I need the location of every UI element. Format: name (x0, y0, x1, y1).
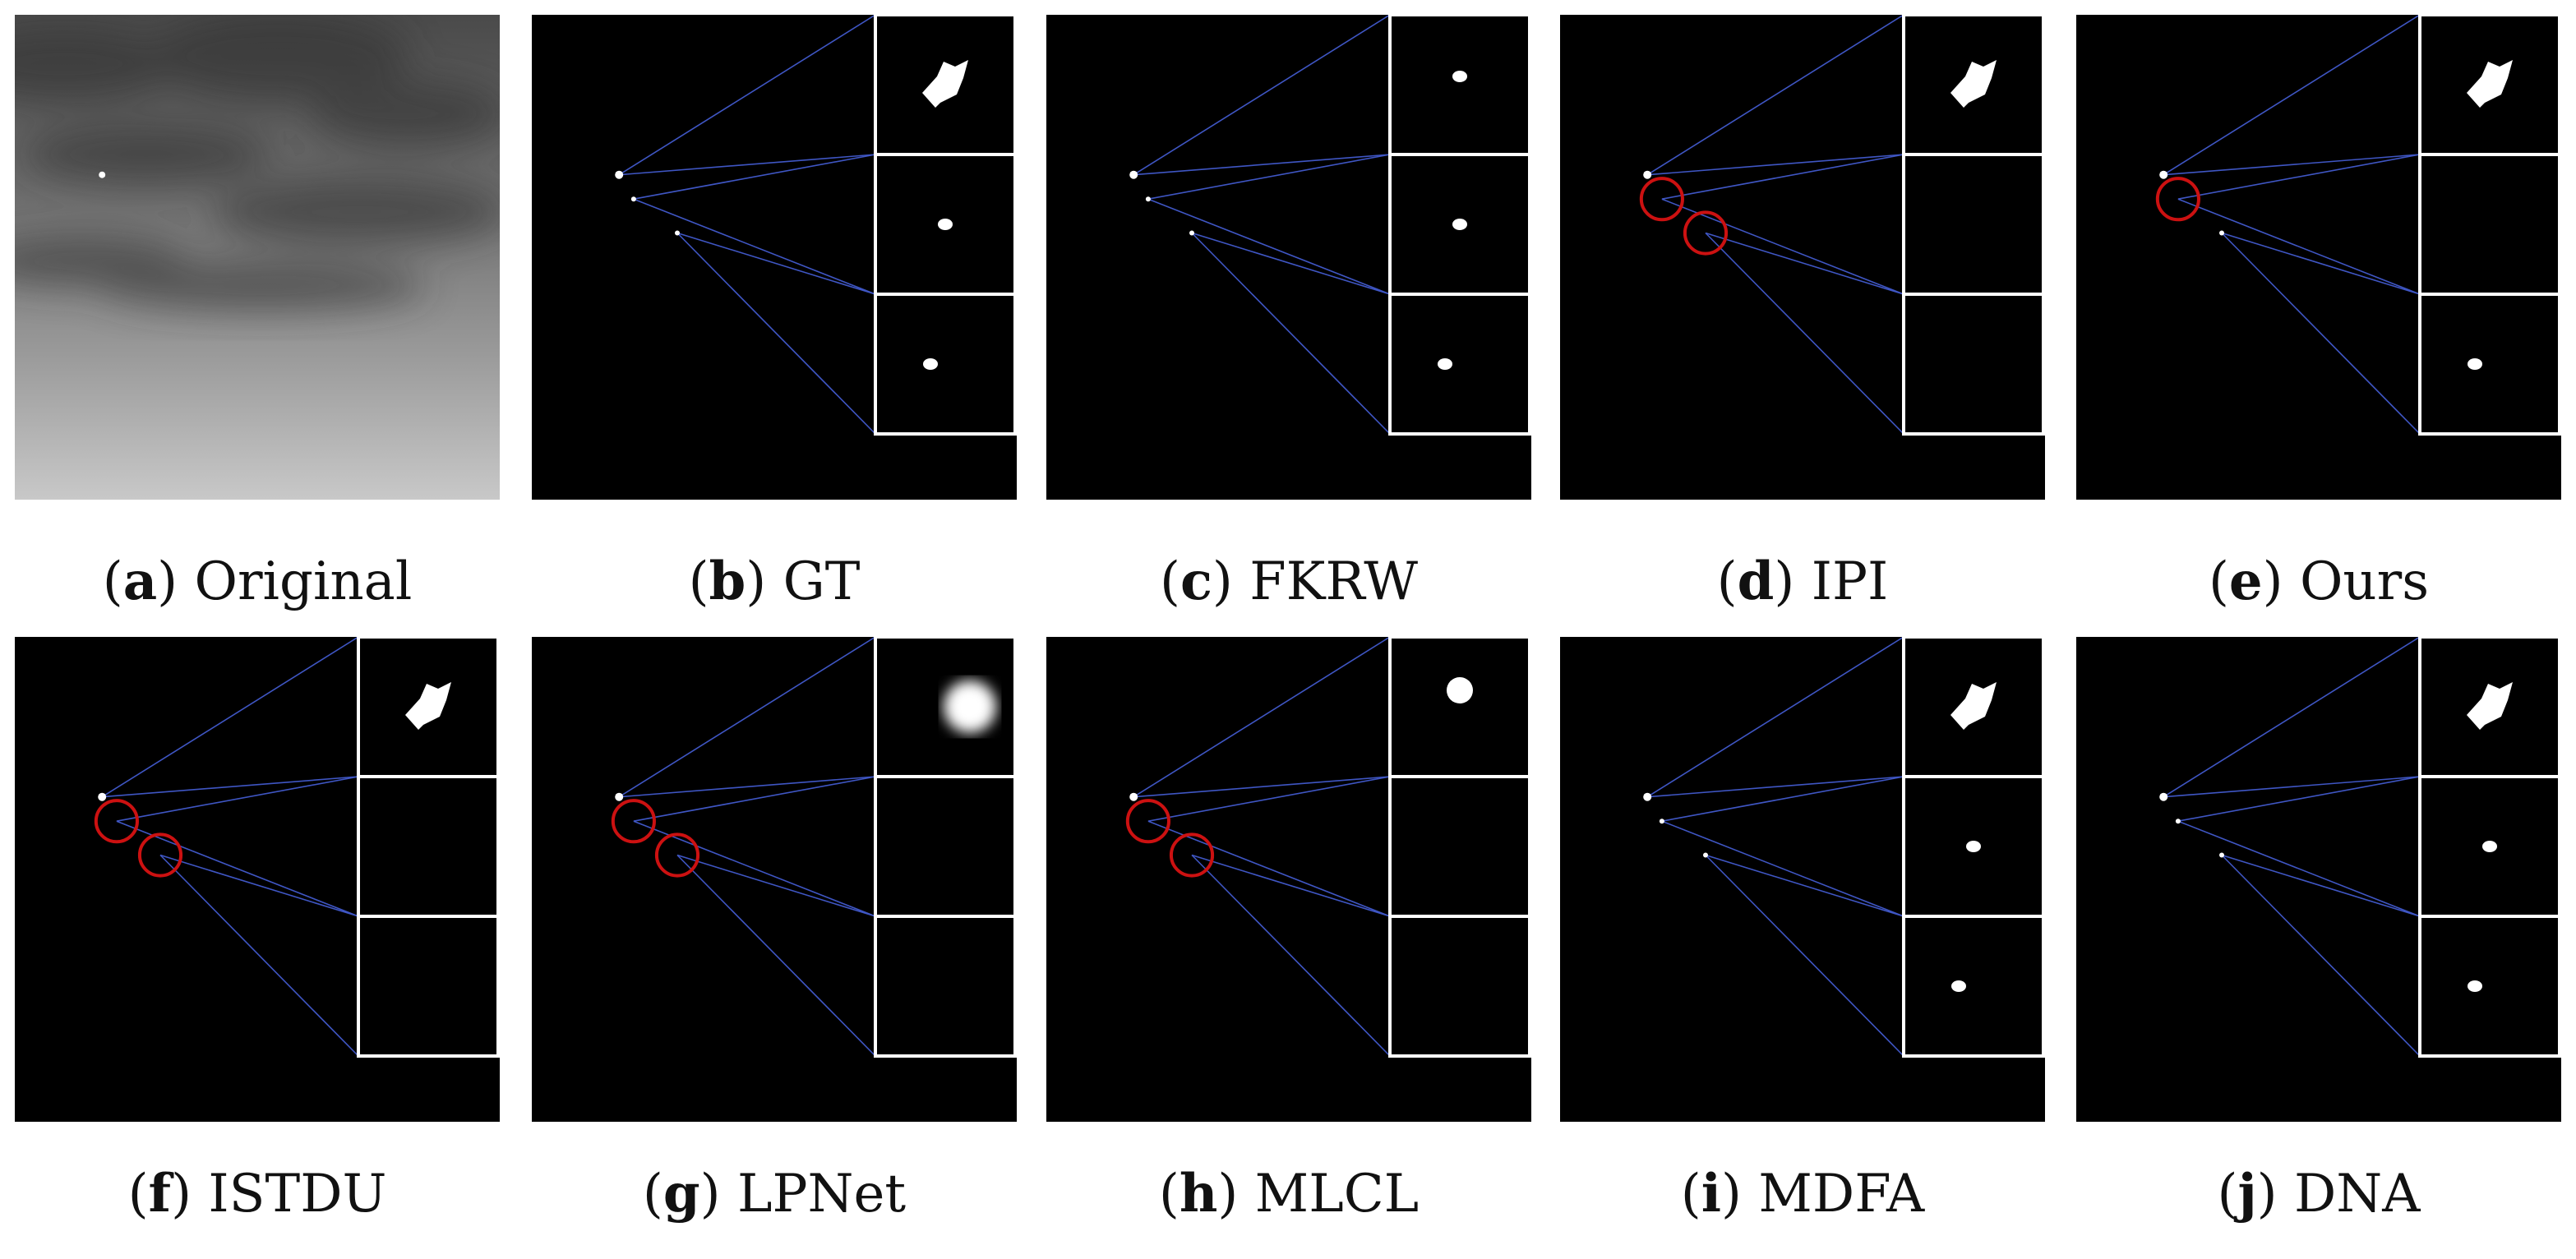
caption-i: (i) MDFA (1680, 1163, 1925, 1224)
panel-image-h (1046, 637, 1531, 1122)
missed-target-circle (1125, 799, 1170, 844)
panel-a (15, 15, 500, 500)
zoom-inset-2 (2418, 153, 2561, 296)
panel-d (1560, 15, 2045, 500)
zoom-inset-3 (874, 915, 1017, 1058)
missed-target-circle (137, 832, 183, 878)
panel-image-a (15, 15, 500, 500)
panel-c (1046, 15, 1531, 500)
panel-image-c (1046, 15, 1531, 500)
zoom-inset-3 (2418, 915, 2561, 1058)
caption-letter: c (1180, 551, 1212, 612)
zoom-inset-2 (1902, 153, 2045, 296)
panel-h (1046, 637, 1531, 1122)
panel-e (2076, 15, 2561, 500)
panel-image-f (15, 637, 500, 1122)
target-spot (99, 171, 106, 178)
panel-b (532, 15, 1017, 500)
caption-label: Original (194, 551, 413, 612)
missed-target-circle (654, 832, 700, 878)
panel-image-b (532, 15, 1017, 500)
zoom-inset-3 (1902, 293, 2045, 436)
zoom-inset-2 (357, 775, 500, 918)
panel-image-j (2076, 637, 2561, 1122)
caption-letter: e (2228, 551, 2263, 612)
caption-a: (a) Original (102, 551, 413, 612)
zoom-inset-2 (874, 153, 1017, 296)
caption-d: (d) IPI (1716, 551, 1889, 612)
zoom-inset-2 (1388, 153, 1531, 296)
zoom-inset-1 (1388, 15, 1531, 156)
zoom-inset-3 (1902, 915, 2045, 1058)
caption-h: (h) MLCL (1158, 1163, 1420, 1224)
zoom-inset-2 (1388, 775, 1531, 918)
panel-j (2076, 637, 2561, 1122)
panel-image-g (532, 637, 1017, 1122)
missed-target-circle (1683, 210, 1729, 256)
missed-target-circle (2155, 177, 2200, 222)
caption-letter: b (709, 551, 746, 612)
panel-g (532, 637, 1017, 1122)
panel-i (1560, 637, 2045, 1122)
panel-f (15, 637, 500, 1122)
missed-target-circle (94, 799, 139, 844)
zoom-inset-3 (874, 293, 1017, 436)
caption-letter: i (1701, 1163, 1722, 1224)
panel-image-d (1560, 15, 2045, 500)
zoom-inset-1 (1388, 637, 1531, 778)
caption-label: DNA (2293, 1164, 2421, 1224)
caption-b: (b) GT (688, 551, 861, 612)
caption-label: GT (782, 551, 861, 612)
zoom-inset-3 (1388, 915, 1531, 1058)
caption-label: IPI (1811, 551, 1889, 612)
missed-target-circle (1169, 832, 1215, 878)
caption-letter: g (662, 1163, 700, 1224)
caption-j: (j) DNA (2217, 1163, 2421, 1224)
caption-label: ISTDU (208, 1164, 387, 1224)
panel-image-e (2076, 15, 2561, 500)
caption-label: MDFA (1758, 1164, 1925, 1224)
caption-g: (g) LPNet (642, 1163, 907, 1224)
caption-letter: a (122, 551, 158, 612)
caption-f: (f) ISTDU (127, 1163, 387, 1224)
zoom-inset-3 (2418, 293, 2561, 436)
zoom-inset-3 (357, 915, 500, 1058)
caption-c: (c) FKRW (1159, 551, 1419, 612)
caption-letter: d (1737, 551, 1775, 612)
caption-letter: h (1179, 1163, 1218, 1224)
caption-letter: f (148, 1163, 172, 1224)
zoom-inset-2 (874, 775, 1017, 918)
missed-target-circle (611, 799, 656, 844)
caption-label: FKRW (1249, 551, 1419, 612)
caption-e: (e) Ours (2208, 551, 2430, 612)
caption-label: MLCL (1254, 1164, 1420, 1224)
zoom-inset-3 (1388, 293, 1531, 436)
missed-target-circle (1639, 177, 1684, 222)
panel-image-i (1560, 637, 2045, 1122)
caption-letter: j (2237, 1163, 2257, 1224)
caption-label: LPNet (736, 1164, 907, 1224)
caption-label: Ours (2299, 551, 2430, 612)
